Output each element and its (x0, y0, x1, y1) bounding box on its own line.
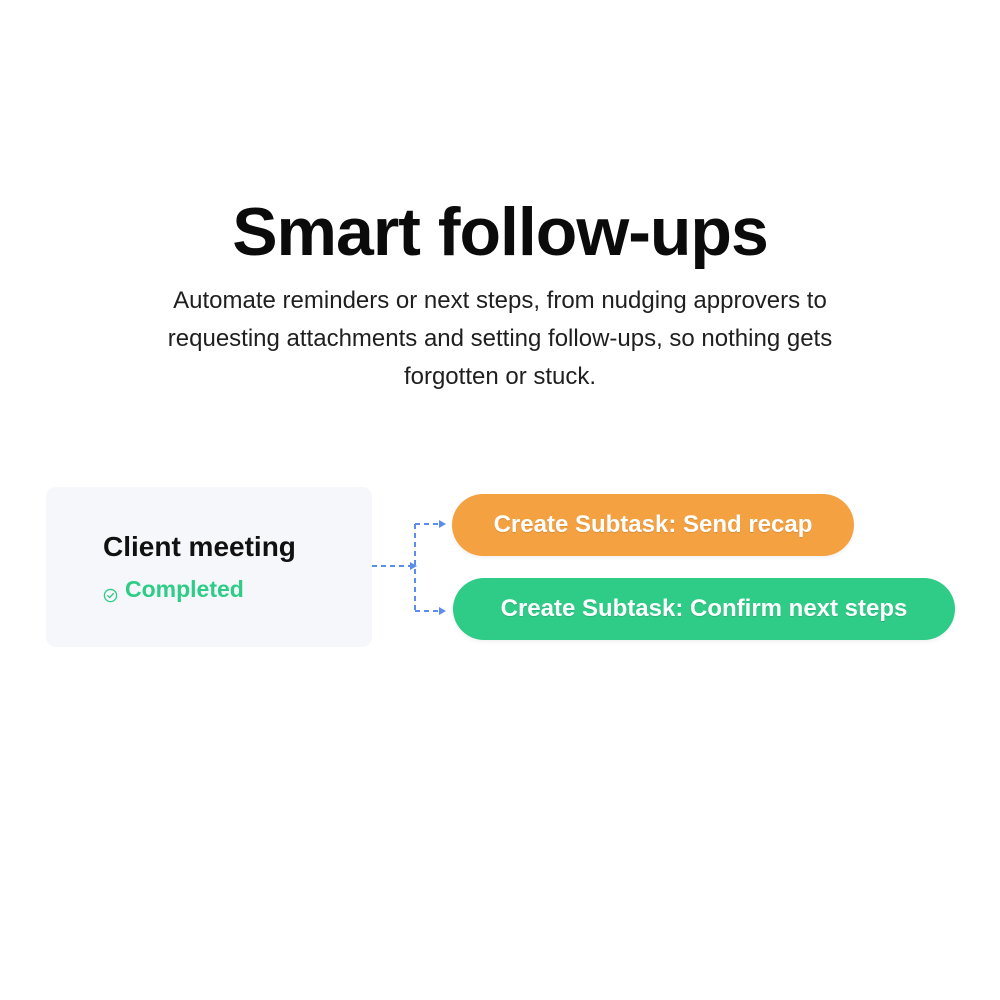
status-badge: Completed (103, 576, 244, 603)
page-subtitle: Automate reminders or next steps, from n… (167, 287, 833, 390)
action-confirm-next-steps: Create Subtask: Confirm next steps (453, 578, 955, 640)
arrowhead-bottom (439, 607, 446, 615)
page-title: Smart follow-ups (232, 194, 769, 270)
check-circle-icon (103, 582, 118, 603)
arrowhead-main (410, 562, 417, 570)
source-task-title: Client meeting (103, 531, 296, 562)
arrowhead-top (439, 520, 446, 528)
source-task-card: Client meeting Completed (46, 487, 372, 647)
connector-arrows (372, 520, 446, 615)
status-label: Completed (125, 576, 244, 602)
action-send-recap: Create Subtask: Send recap (452, 494, 854, 556)
